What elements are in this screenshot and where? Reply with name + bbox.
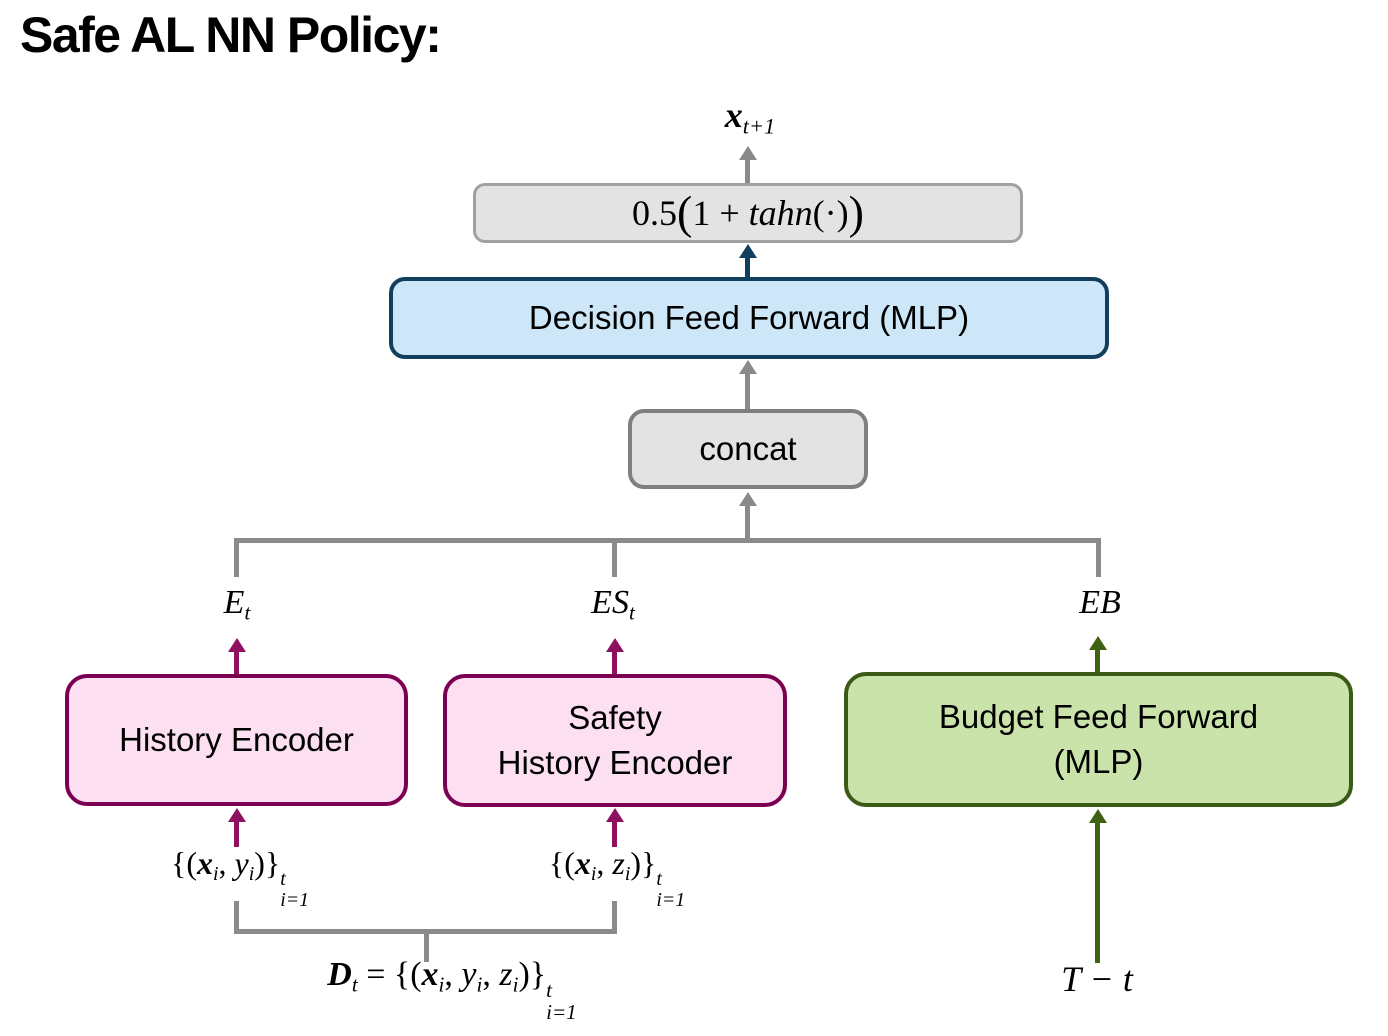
arrowhead	[739, 244, 757, 258]
arrow-shaft	[234, 820, 239, 847]
arrow-safety-encoder-to-embedding	[606, 638, 624, 675]
history-encoder-box: History Encoder	[65, 674, 408, 806]
arrow-safety-input-to-encoder	[606, 808, 624, 847]
arrowhead	[1089, 636, 1107, 650]
concat-box: concat	[628, 409, 868, 489]
arrowhead	[1089, 809, 1107, 823]
arrow-shaft	[745, 372, 750, 410]
budget-embedding-label: EB	[1079, 584, 1121, 621]
bracket-center-stub	[424, 929, 429, 962]
arrow-history-encoder-to-embedding	[228, 638, 246, 675]
connector-stub-history	[234, 541, 239, 577]
activation-box: 0.5(1 + tahn(·))	[473, 183, 1023, 243]
arrow-shaft	[1095, 821, 1100, 963]
safety-embedding-label: ESt	[591, 584, 635, 625]
arrow-shaft	[745, 158, 750, 183]
arrow-shaft	[1095, 648, 1100, 673]
arrowhead	[228, 638, 246, 652]
arrow-budget-input-to-ff	[1089, 809, 1107, 963]
arrow-shaft	[745, 504, 750, 540]
arrowhead	[606, 638, 624, 652]
arrow-shaft	[612, 650, 617, 675]
decision-box-label: Decision Feed Forward (MLP)	[528, 298, 970, 336]
safety-history-encoder-label: Safety History Encoder	[497, 698, 733, 781]
arrow-history-input-to-encoder	[228, 808, 246, 847]
arrow-activation-to-output	[739, 146, 757, 183]
arrowhead	[606, 808, 624, 822]
decision-feed-forward-box: Decision Feed Forward (MLP)	[389, 277, 1109, 359]
arrowhead	[739, 492, 757, 506]
connector-stub-safety	[612, 541, 617, 577]
bracket-right-line	[612, 901, 617, 933]
budget-feed-forward-box: Budget Feed Forward (MLP)	[844, 672, 1353, 807]
connector-stub-budget	[1096, 541, 1101, 577]
history-embedding-label: Et	[223, 584, 251, 625]
activation-formula: 0.5(1 + tahn(·))	[631, 186, 864, 238]
connector-horizontal-line	[234, 538, 1101, 543]
arrowhead	[228, 808, 246, 822]
budget-feed-forward-label: Budget Feed Forward (MLP)	[938, 697, 1259, 780]
budget-input-label: T − t	[1061, 959, 1133, 999]
arrow-shaft	[234, 650, 239, 675]
history-encoder-label: History Encoder	[119, 720, 354, 758]
bracket-left-line	[234, 901, 239, 933]
arrow-connector-to-concat	[739, 492, 757, 540]
diagram-title: Safe AL NN Policy:	[20, 7, 442, 63]
arrowhead	[739, 146, 757, 160]
arrow-budget-ff-to-embedding	[1089, 636, 1107, 673]
arrow-concat-to-decision	[739, 360, 757, 410]
arrow-decision-to-activation	[739, 244, 757, 278]
concat-box-label: concat	[699, 429, 797, 467]
arrow-shaft	[612, 820, 617, 847]
arrowhead	[739, 360, 757, 374]
safety-history-encoder-box: Safety History Encoder	[443, 674, 787, 807]
output-label: xt+1	[724, 95, 776, 139]
arrow-shaft	[745, 256, 750, 278]
